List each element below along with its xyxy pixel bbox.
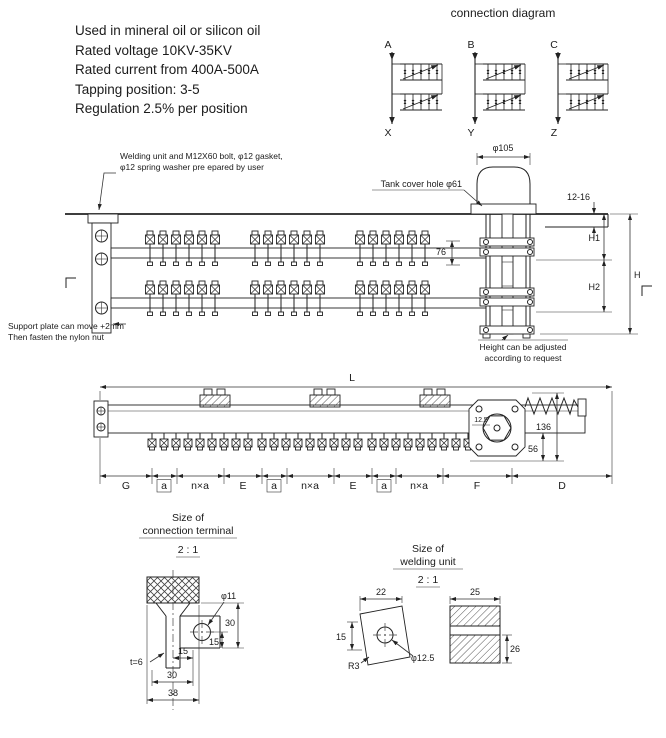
tank-cover-hole-label: Tank cover hole φ61 — [381, 179, 462, 189]
chain-nxa-2: n×a — [301, 480, 319, 492]
dim-136: 136 — [536, 422, 551, 432]
drive-dimensions: 136 56 — [470, 392, 564, 462]
dim-22: 22 — [376, 587, 386, 597]
welding-plate: 22 15 R3 φ12.5 — [336, 587, 434, 671]
bolt-comb-2 — [258, 433, 362, 450]
conn-unit-c — [555, 52, 608, 124]
dim-76: 76 — [436, 247, 446, 257]
chain-g: G — [122, 480, 130, 492]
welding-note-line-2: φ12 spring washer pre epared by user — [120, 162, 264, 172]
dim-bottom-15: 15 — [178, 646, 188, 656]
height-note-line-2: according to request — [484, 353, 562, 363]
contact-block-3 — [419, 388, 451, 408]
dim-56: 56 — [528, 444, 538, 454]
bolt-comb-1 — [148, 433, 252, 450]
dim-h1: H1 — [588, 233, 600, 243]
drive-assembly — [479, 213, 535, 339]
chain-nxa-3: n×a — [410, 480, 428, 492]
dim-right-30: 30 — [225, 618, 235, 628]
tank-cover: 12-16 — [65, 192, 609, 239]
connection-diagram-title: connection diagram — [451, 6, 556, 20]
welding-note-line-1: Welding unit and M12X60 bolt, φ12 gasket… — [120, 151, 283, 161]
chain-a-2: a — [271, 480, 277, 492]
spec-text: Used in mineral oil or silicon oil Rated… — [75, 23, 260, 116]
phase-label-x: X — [384, 127, 391, 139]
dim-l: L — [349, 372, 355, 384]
height-note-line-1: Height can be adjusted — [480, 342, 567, 352]
spec-line-2: Rated voltage 10KV-35KV — [75, 43, 232, 58]
welding-scale: 2 : 1 — [418, 574, 439, 586]
support-note-line-2: Then fasten the nylon nut — [8, 332, 105, 342]
dim-12-5: 12.5 — [474, 417, 488, 424]
chain-d: D — [558, 480, 566, 492]
dim-cover-thickness: 12-16 — [567, 192, 590, 202]
support-note-line-1: Support plate can move +2mm — [8, 321, 124, 331]
dim-h: H — [634, 270, 641, 280]
dimension-chain: G a n×a E a n×a E a n×a F D — [100, 468, 612, 493]
terminal-scale: 2 : 1 — [178, 544, 199, 556]
welding-note: Welding unit and M12X60 bolt, φ12 gasket… — [97, 151, 283, 211]
dim-length-group: L — [99, 372, 613, 484]
welding-title-line-1: Size of — [412, 543, 444, 555]
phase-label-c: C — [550, 39, 558, 51]
contact-block-2 — [309, 388, 341, 408]
dim-25: 25 — [470, 587, 480, 597]
chain-e-2: E — [349, 480, 356, 492]
support-note: Support plate can move +2mm Then fasten … — [8, 321, 126, 342]
spec-line-5: Regulation 2.5% per position — [75, 101, 248, 116]
conn-unit-b — [472, 52, 525, 124]
dim-h2: H2 — [588, 282, 600, 292]
chain-e-1: E — [239, 480, 246, 492]
chain-a-3: a — [381, 480, 387, 492]
terminal-title-line-1: Size of — [172, 512, 204, 524]
dim-row-spacing-group: 76 — [436, 240, 460, 266]
phase-label-a: A — [384, 39, 391, 51]
welding-title-line-2: welding unit — [399, 556, 456, 568]
support-plate — [65, 213, 119, 334]
welding-section: 25 26 — [449, 587, 520, 664]
height-note: Height can be adjusted according to requ… — [478, 334, 568, 363]
spec-line-3: Rated current from 400A-500A — [75, 62, 259, 77]
conn-unit-a — [389, 52, 442, 124]
contact-rail-2 — [110, 281, 487, 316]
dim-r3: R3 — [348, 661, 360, 671]
top-view-drawing: L 12.5 — [93, 372, 613, 493]
phase-label-b: B — [467, 39, 474, 51]
dim-right-15: 15 — [209, 637, 219, 647]
height-dimensions: H1 H2 H — [536, 213, 652, 335]
bolt-comb-3 — [368, 433, 472, 450]
cap-assembly: φ105 Tank cover hole φ61 — [372, 143, 537, 215]
dim-t6: t=6 — [130, 657, 143, 667]
dim-phi11: φ11 — [221, 591, 236, 601]
welding-unit-detail-drawing: Size of welding unit 2 : 1 22 15 R3 φ12.… — [336, 543, 520, 671]
dim-bottom-30: 30 — [167, 670, 177, 680]
spring-symbol — [524, 396, 587, 417]
dim-phi12-5: φ12.5 — [411, 653, 434, 663]
terminal-title-line-2: connection terminal — [142, 525, 233, 537]
drive-unit: 12.5 — [468, 399, 526, 457]
chain-a-1: a — [161, 480, 167, 492]
chain-nxa-1: n×a — [191, 480, 209, 492]
contact-rail-1 — [110, 231, 487, 266]
dim-26: 26 — [510, 644, 520, 654]
chain-f: F — [474, 480, 480, 492]
dim-cap-diameter: φ105 — [493, 143, 514, 153]
spec-line-4: Tapping position: 3-5 — [75, 82, 200, 97]
terminal-detail-drawing: Size of connection terminal 2 : 1 φ11 — [130, 512, 244, 710]
terminal-dimensions: φ11 30 15 t=6 15 30 38 — [130, 591, 244, 704]
phase-label-y: Y — [467, 127, 474, 139]
contact-block-1 — [199, 388, 231, 408]
spec-line-1: Used in mineral oil or silicon oil — [75, 23, 260, 38]
phase-label-z: Z — [551, 127, 558, 139]
dim-15: 15 — [336, 632, 346, 642]
connection-diagram: connection diagram A B C X Y Z — [384, 6, 608, 139]
dim-bottom-38: 38 — [168, 688, 178, 698]
side-view-drawing: Welding unit and M12X60 bolt, φ12 gasket… — [8, 143, 652, 363]
terminal-body — [146, 570, 221, 710]
